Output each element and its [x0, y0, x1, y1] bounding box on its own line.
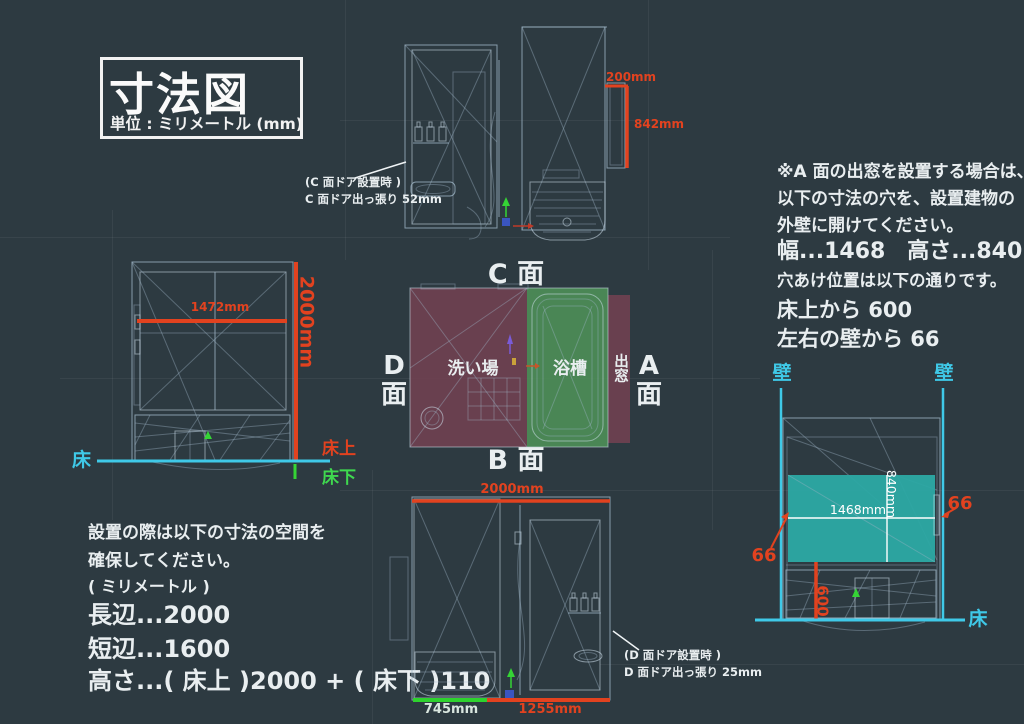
window-note-from-floor: 床上から 600 — [777, 298, 913, 322]
hole-width-label: 1468mm — [829, 502, 887, 517]
window-note-line2: 以下の寸法の穴を、設置建物の — [777, 189, 1015, 209]
wall-left-label: 壁 — [772, 362, 792, 384]
grid-line — [0, 237, 730, 238]
space-note-height: 高さ...( 床上 )2000 + ( 床下 )110 — [88, 667, 491, 695]
window-note-line5: 穴あけ位置は以下の通りです。 — [777, 271, 1007, 290]
dim-2000mm-bottom: 2000mm — [480, 482, 544, 497]
dim-842mm: 842mm — [634, 117, 685, 131]
window-note-dims: 幅...1468 高さ...840 — [777, 239, 1023, 264]
side-wireframe — [131, 261, 294, 470]
above-floor-label: 床上 — [322, 439, 356, 459]
floor-label-side: 床 — [72, 449, 92, 471]
side-elevation-drawing — [97, 261, 330, 479]
dim-745mm: 745mm — [423, 702, 479, 717]
plan-wireframe — [409, 283, 609, 448]
dim-2000mm-side: 2000mm — [295, 275, 318, 369]
grid-line — [648, 0, 649, 270]
face-b-label: B 面 — [487, 445, 545, 476]
window-note-from-walls: 左右の壁から 66 — [777, 327, 940, 351]
top-elevation-drawing — [404, 26, 629, 241]
page-title: 寸法図 — [109, 68, 251, 121]
hole-layout-drawing — [755, 388, 965, 631]
window-note-line1: ※A 面の出窓を設置する場合は、 — [777, 162, 1024, 182]
hole-lower-wireframe — [785, 564, 937, 631]
grid-line — [340, 490, 1024, 491]
bottom-wireframe — [389, 496, 640, 701]
grid-line — [112, 210, 113, 520]
dim-1255mm: 1255mm — [518, 702, 582, 717]
face-c-label: C 面 — [487, 259, 545, 290]
grid-line — [712, 250, 713, 530]
face-a-label: A 面 — [635, 351, 663, 410]
plan-axis-indicator-icon — [507, 334, 540, 369]
d-door-note-line1: (D 面ドア設置時 ) — [624, 648, 722, 662]
plan-view-drawing — [409, 283, 630, 448]
grid-line — [600, 664, 1024, 665]
side-dimension-lines — [97, 262, 330, 479]
hole-cross-lines — [788, 475, 940, 562]
below-floor-label: 床下 — [322, 468, 356, 488]
hole-dimension-lines — [755, 388, 965, 622]
space-note-line1: 設置の際は以下の寸法の空間を — [88, 523, 326, 543]
grid-line — [372, 470, 373, 724]
space-note-long-side: 長辺...2000 — [88, 601, 231, 629]
grid-line — [340, 120, 660, 121]
c-door-note-line2: C 面ドア出っ張り 52mm — [305, 192, 442, 206]
gap-left-label: 66 — [751, 545, 777, 566]
face-d-label: D 面 — [380, 351, 408, 410]
gap-right-label: 66 — [947, 493, 973, 514]
axis-indicator-icon — [502, 197, 534, 229]
hole-height-label: 840mm — [883, 469, 899, 519]
bottom-dimension-lines — [412, 499, 610, 702]
bathroom-wireframe — [404, 26, 626, 241]
d-door-note-line2: D 面ドア出っ張り 25mm — [624, 665, 763, 679]
dim-1472mm: 1472mm — [190, 300, 250, 314]
bottom-elevation-drawing — [389, 496, 640, 702]
dim-200mm: 200mm — [606, 70, 657, 84]
bottom-axis-indicator-icon — [505, 668, 515, 699]
window-note-line3: 外壁に開けてください。 — [777, 216, 964, 236]
d-door-leader-line — [612, 630, 640, 651]
washing-area-label: 洗い場 — [447, 359, 499, 379]
bathtub-label: 浴槽 — [553, 359, 587, 379]
c-door-leader-line — [354, 161, 407, 179]
space-note-line2: 確保してください。 — [88, 551, 240, 571]
bay-window-dimension-lines — [605, 84, 629, 168]
bathtub-area-overlay — [527, 288, 608, 447]
units-subtitle: 単位 : ミリメートル (mm) — [110, 115, 303, 133]
c-door-note-line1: (C 面ドア設置時 ) — [305, 175, 401, 189]
bay-window-label: 出窓 — [611, 353, 628, 383]
wall-right-label: 壁 — [934, 362, 954, 384]
title-box — [100, 57, 303, 139]
floor-label-hole: 床 — [968, 608, 988, 630]
space-note-line3: ( ミリメートル ) — [88, 577, 210, 596]
washing-area-overlay — [410, 288, 527, 447]
space-note-short-side: 短辺...1600 — [88, 635, 231, 663]
grid-line — [345, 0, 346, 260]
height-600-label: 600 — [813, 585, 832, 617]
bay-window-strip-overlay — [608, 295, 630, 443]
